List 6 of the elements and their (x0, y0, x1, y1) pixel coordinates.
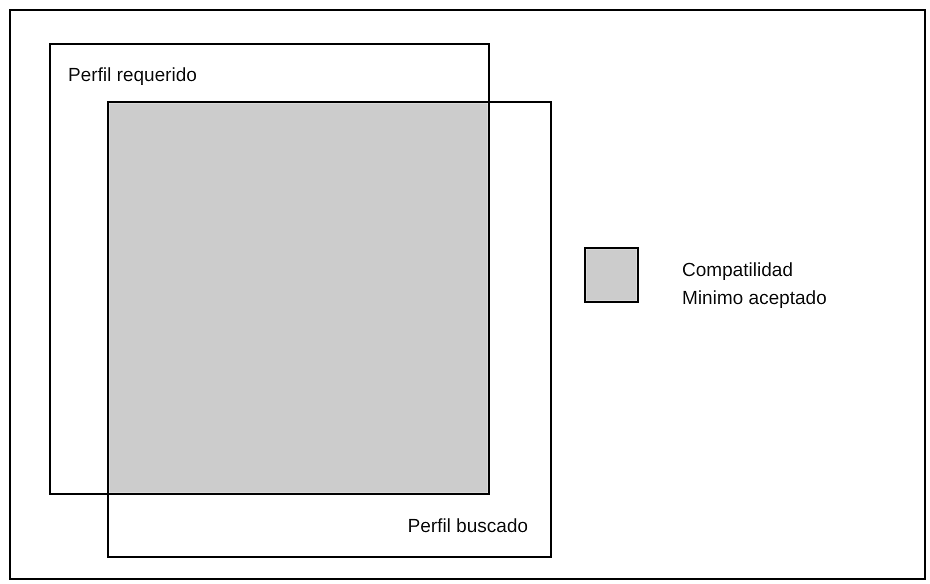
profile-box (49, 43, 490, 495)
profile-label: Perfil requerido (68, 65, 197, 87)
overlap-region (107, 101, 490, 495)
legend-text: Compatilidad Minimo aceptado (682, 259, 828, 311)
profile-label: Perfil buscado (408, 516, 528, 538)
profile-box (107, 101, 552, 558)
